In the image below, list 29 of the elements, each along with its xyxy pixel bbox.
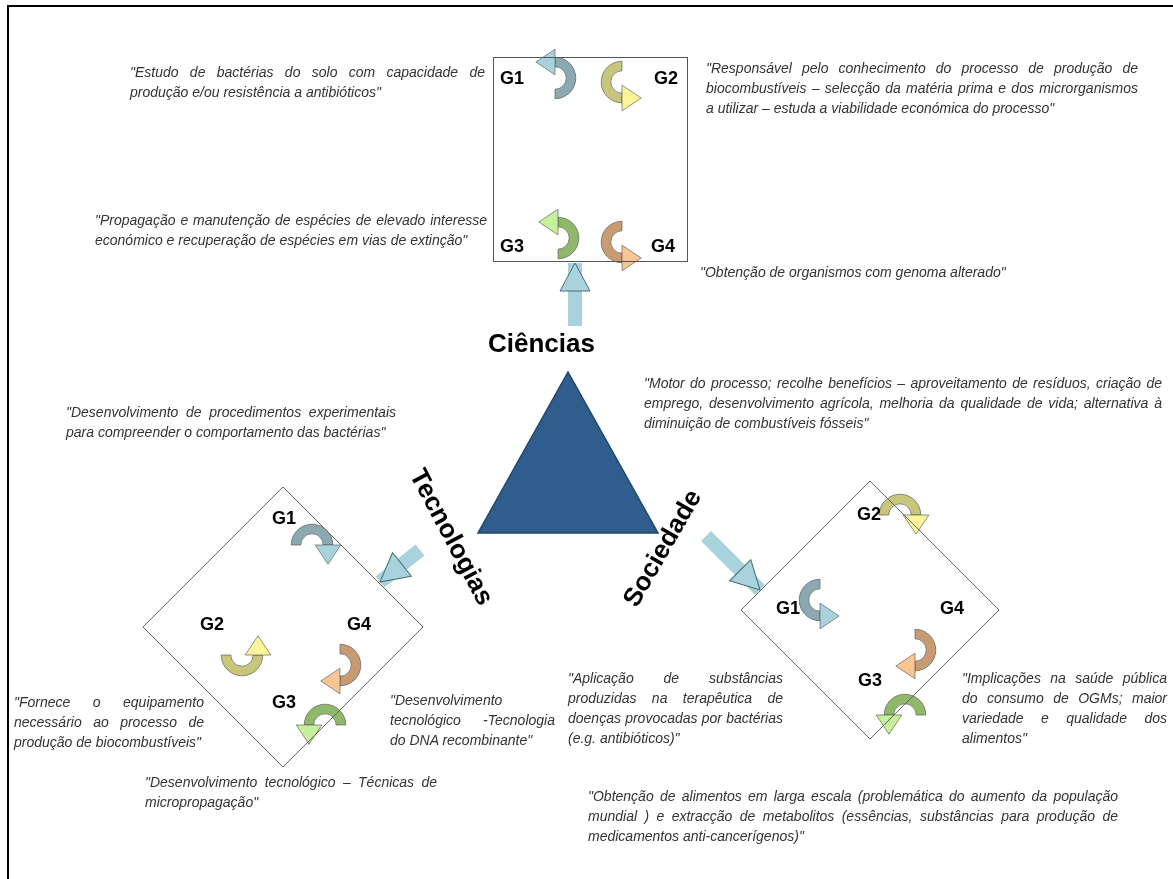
quote-text: "Implicações na saúde pública do consumo de OGMs; maior variedade e qualidade dos alimentos" <box>962 669 1167 748</box>
quote-text: "Desenvolvimento de procedimentos experimentais para compreender o comportamento das bactérias" <box>66 403 396 442</box>
group-label: G4 <box>651 236 675 257</box>
quote-text: "Estudo de bactérias do solo com capacidade de produção e/ou resistência a antibióticos" <box>130 63 485 102</box>
quote-text: "Responsável pelo conhecimento do processo de produção de biocombustíveis – selecção da matéria prima e dos microrganismos a utilizar – estuda a viabilidade económica do processo" <box>706 59 1138 118</box>
group-label: G4 <box>347 614 371 635</box>
group-label: G2 <box>200 614 224 635</box>
block-arrow <box>375 544 425 588</box>
quote-text: "Desenvolvimento tecnológico – Técnicas de micropropagação" <box>145 773 437 812</box>
quote-text: "Aplicação de substâncias produzidas na terapêutica de doenças provocadas por bactérias (e.g. antibióticos)" <box>568 669 783 748</box>
quote-text: "Desenvolvimento tecnológico -Tecnologia do DNA recombinante" <box>390 691 555 750</box>
quote-text: "Propagação e manutenção de espécies de elevado interesse económico e recuperação de espécies em vias de extinção" <box>95 211 487 250</box>
quote-text: "Motor do processo; recolhe benefícios – aproveitamento de resíduos, criação de emprego, desenvolvimento agrícola, melhoria da qualidade de vida; alternativa à diminuição de combustíveis fósseis" <box>644 374 1162 433</box>
quote-text: "Obtenção de organismos com genoma alterado" <box>700 263 1007 282</box>
group-label: G1 <box>272 508 296 529</box>
quote-text: "Fornece o equipamento necessário ao processo de produção de biocombustíveis" <box>14 693 204 752</box>
quote-text: "Obtenção de alimentos em larga escala (problemática do aumento da população mundial ) e extracção de metabolitos (essências, substâncias para produção de medicamentos anti-cancerígenos)" <box>588 787 1118 846</box>
group-label: G4 <box>940 598 964 619</box>
block-arrow <box>701 531 765 595</box>
group-label: G2 <box>857 504 881 525</box>
cycle-square <box>493 57 688 262</box>
group-label: G1 <box>776 598 800 619</box>
group-label: G2 <box>654 68 678 89</box>
group-label: G1 <box>500 68 524 89</box>
group-label: G3 <box>858 670 882 691</box>
pillar-label: Ciências <box>488 328 595 359</box>
block-arrow <box>559 262 591 326</box>
group-label: G3 <box>500 236 524 257</box>
group-label: G3 <box>272 692 296 713</box>
